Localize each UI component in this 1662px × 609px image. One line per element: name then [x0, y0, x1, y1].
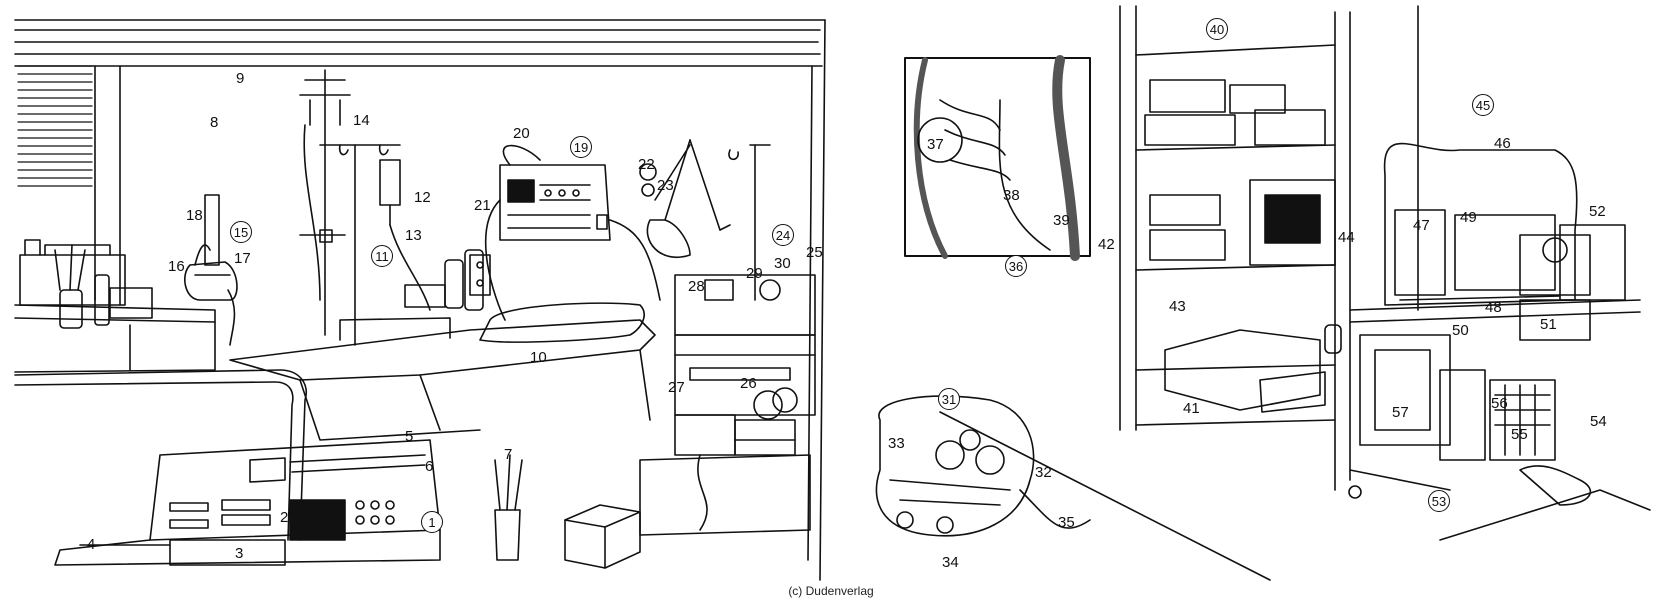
tape-recorder: [875, 395, 1271, 581]
blood-pressure-monitor: [184, 194, 238, 346]
monitoring-cart: [639, 274, 816, 536]
callout-35: 35: [1058, 514, 1075, 531]
callout-11: 11: [371, 245, 393, 267]
callout-48: 48: [1485, 299, 1502, 316]
window-blind: [17, 65, 93, 187]
rack-right: [1348, 5, 1651, 541]
callout-19: 19: [570, 136, 592, 158]
callout-51: 51: [1540, 316, 1557, 333]
callout-8: 8: [210, 114, 219, 131]
pen-holder: [494, 454, 523, 561]
callout-50: 50: [1452, 322, 1469, 339]
box: [564, 504, 641, 569]
iv-pole-right: [728, 144, 771, 301]
callout-41: 41: [1183, 400, 1200, 417]
callout-20: 20: [513, 125, 530, 142]
callout-18: 18: [186, 207, 203, 224]
callout-22: 22: [638, 156, 655, 173]
wall-counter: [14, 239, 216, 373]
callout-25: 25: [806, 244, 823, 261]
callout-26: 26: [740, 375, 757, 392]
callout-3: 3: [235, 545, 244, 562]
ceiling-monitor: [484, 144, 661, 321]
callout-9: 9: [236, 70, 245, 87]
callout-1: 1: [421, 511, 443, 533]
callout-30: 30: [774, 255, 791, 272]
callout-24: 24: [772, 224, 794, 246]
callout-5: 5: [405, 428, 414, 445]
callout-44: 44: [1338, 229, 1355, 246]
callout-29: 29: [746, 265, 763, 282]
callout-55: 55: [1511, 426, 1528, 443]
callout-42: 42: [1098, 236, 1115, 253]
callout-17: 17: [234, 250, 251, 267]
callout-56: 56: [1491, 395, 1508, 412]
callout-43: 43: [1169, 298, 1186, 315]
copyright-credit: (c) Dudenverlag: [788, 584, 874, 598]
callout-21: 21: [474, 197, 491, 214]
callout-14: 14: [353, 112, 370, 129]
callout-40: 40: [1206, 18, 1228, 40]
infusion-stand: [299, 69, 431, 346]
callout-13: 13: [405, 227, 422, 244]
callout-52: 52: [1589, 203, 1606, 220]
callout-47: 47: [1413, 217, 1430, 234]
callout-37: 37: [927, 136, 944, 153]
xray-image: [904, 55, 1091, 261]
rack-left: [1119, 5, 1351, 491]
callout-6: 6: [425, 458, 434, 475]
callout-39: 39: [1053, 212, 1070, 229]
window-frame: [14, 19, 826, 581]
callout-45: 45: [1472, 94, 1494, 116]
callout-38: 38: [1003, 187, 1020, 204]
callout-10: 10: [530, 349, 547, 366]
callout-7: 7: [504, 446, 513, 463]
callout-27: 27: [668, 379, 685, 396]
callout-54: 54: [1590, 413, 1607, 430]
callout-49: 49: [1460, 209, 1477, 226]
callout-46: 46: [1494, 135, 1511, 152]
callout-15: 15: [230, 221, 252, 243]
callout-33: 33: [888, 435, 905, 452]
callout-16: 16: [168, 258, 185, 275]
callout-31: 31: [938, 388, 960, 410]
bed: [14, 249, 656, 541]
callout-28: 28: [688, 278, 705, 295]
central-console: [54, 439, 441, 566]
callout-2: 2: [280, 509, 289, 526]
callout-36: 36: [1005, 255, 1027, 277]
callout-53: 53: [1428, 490, 1450, 512]
callout-23: 23: [657, 177, 674, 194]
callout-34: 34: [942, 554, 959, 571]
callout-12: 12: [414, 189, 431, 206]
callout-32: 32: [1035, 464, 1052, 481]
examination-lamp: [639, 139, 731, 258]
callout-57: 57: [1392, 404, 1409, 421]
callout-4: 4: [87, 536, 96, 553]
wall-socket: [469, 254, 491, 296]
